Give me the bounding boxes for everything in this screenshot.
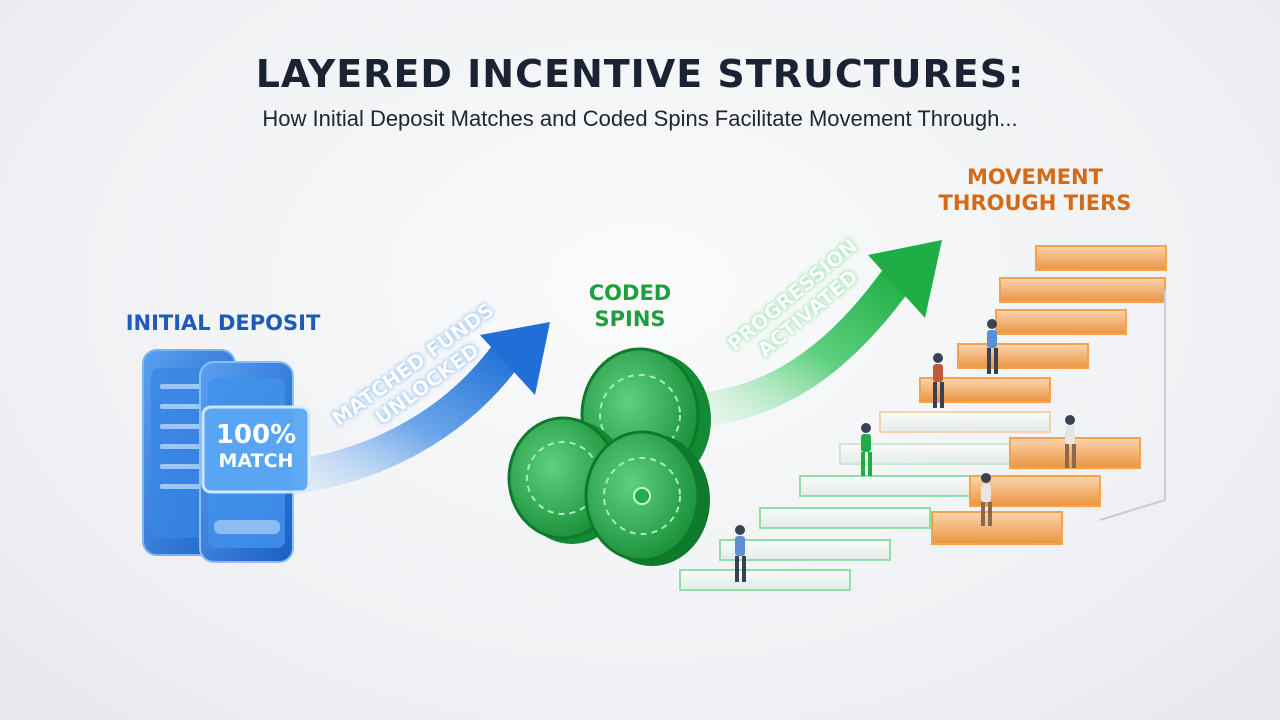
- initial-deposit-label: INITIAL DEPOSIT: [125, 311, 321, 335]
- coded-spins-line1: CODED: [588, 281, 672, 305]
- match-word: MATCH: [218, 450, 294, 472]
- glass-steps: [679, 411, 1051, 591]
- match-badge: [201, 405, 311, 494]
- coded-spins-line2: SPINS: [594, 307, 666, 331]
- match-badge-text: 100% MATCH: [208, 420, 304, 472]
- page-title: LAYERED INCENTIVE STRUCTURES:: [255, 52, 1025, 96]
- movement-tiers-line1: MOVEMENT: [967, 165, 1103, 189]
- orange-steps: [919, 245, 1167, 545]
- match-percent: 100%: [215, 420, 297, 450]
- person-icon: [735, 319, 1076, 582]
- coded-spins-label: CODED SPINS: [560, 280, 700, 332]
- progression-arrow: [683, 240, 942, 427]
- spin-token-icon: [507, 347, 711, 566]
- page-subtitle: How Initial Deposit Matches and Coded Sp…: [262, 106, 1018, 131]
- matched-funds-arrow: [253, 322, 550, 497]
- movement-tiers-label: MOVEMENT THROUGH TIERS: [920, 164, 1150, 216]
- movement-tiers-line2: THROUGH TIERS: [938, 191, 1132, 215]
